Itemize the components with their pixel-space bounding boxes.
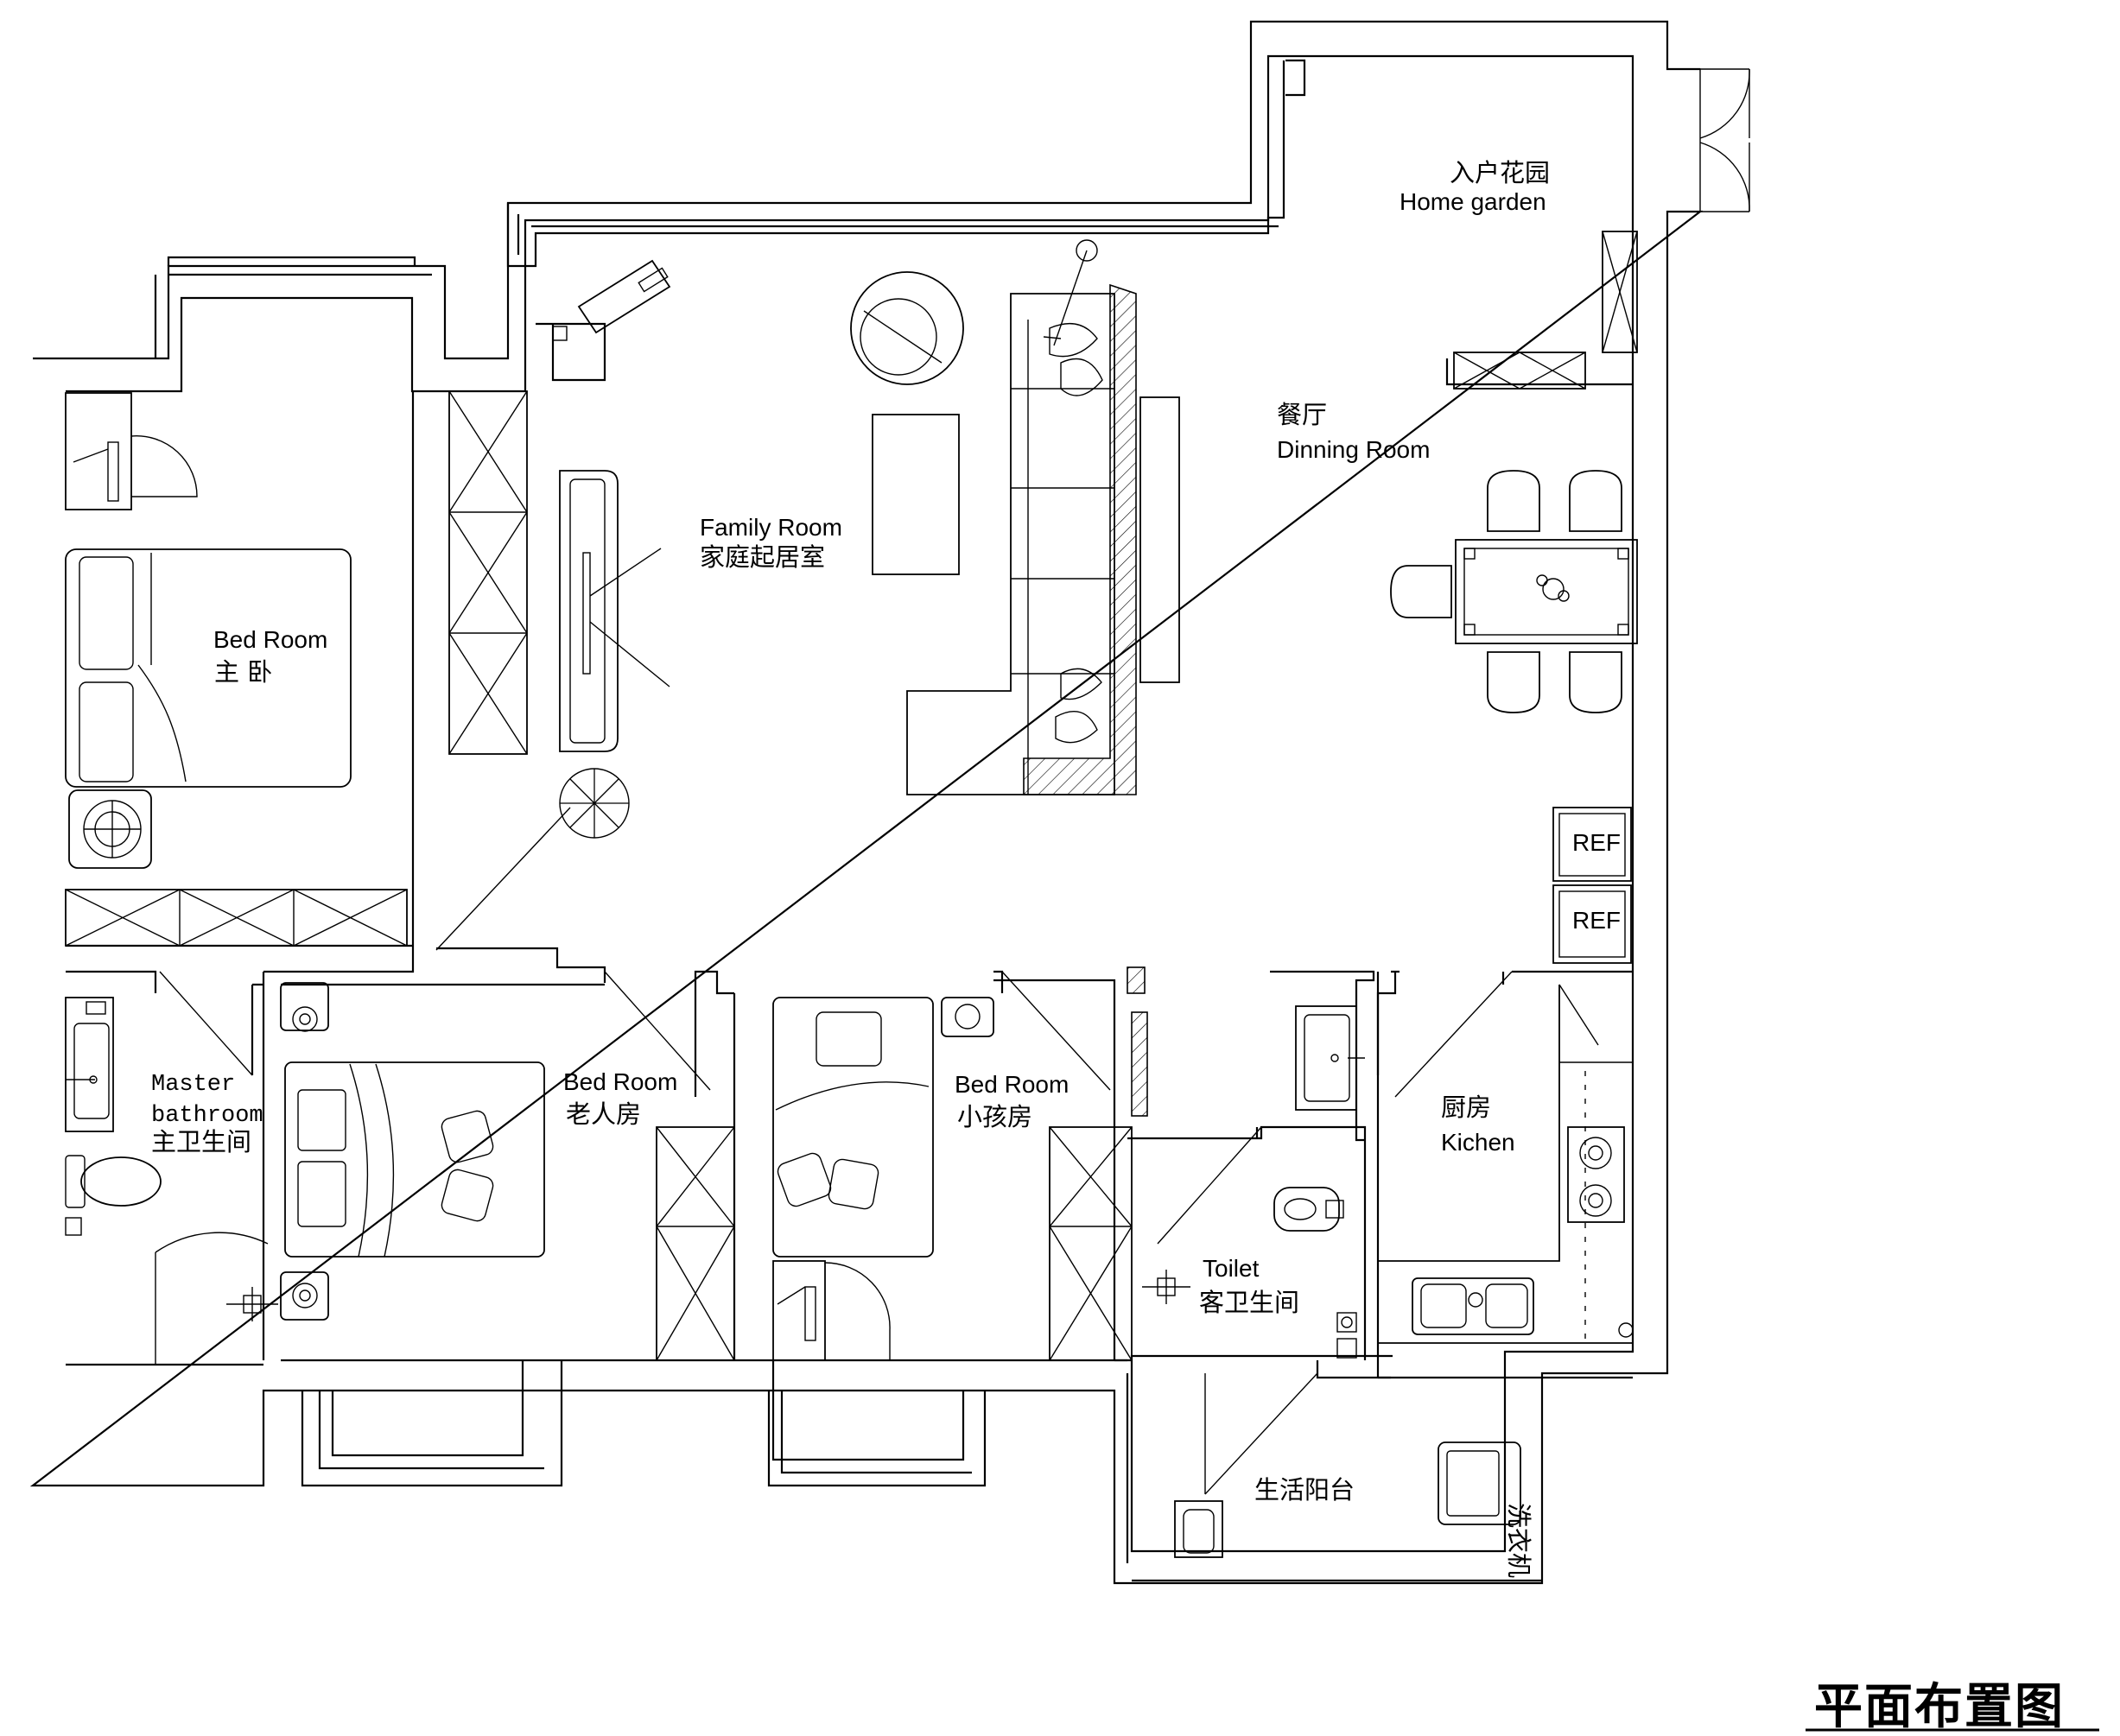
fridge-label: REF bbox=[1572, 907, 1621, 934]
washer-label: 洗衣机 bbox=[1504, 1503, 1533, 1578]
elder-bedroom-label-en: Bed Room bbox=[563, 1068, 677, 1095]
child-bedroom-label-en: Bed Room bbox=[955, 1071, 1069, 1098]
home-garden-label-cn: 入户花园 bbox=[1450, 158, 1550, 187]
wall-column bbox=[1131, 1011, 1148, 1117]
family-room-label-cn: 家庭起居室 bbox=[700, 542, 825, 572]
family-room bbox=[559, 239, 1180, 839]
toilet-label-en: Toilet bbox=[1203, 1255, 1260, 1282]
child-bedroom-label-cn: 小孩房 bbox=[957, 1102, 1032, 1131]
toilet-label-cn: 客卫生间 bbox=[1199, 1288, 1299, 1317]
dining-label-en: Dinning Room bbox=[1277, 436, 1430, 463]
dining-label-cn: 餐厅 bbox=[1277, 400, 1327, 429]
entry-cabinet bbox=[1453, 231, 1638, 390]
master-bathroom bbox=[65, 997, 278, 1321]
drawing-title: 平面布置图 bbox=[1806, 1679, 2099, 1735]
master-bath-label-cn: 主卫生间 bbox=[151, 1127, 251, 1156]
elder-bedroom bbox=[280, 982, 735, 1361]
wall-column bbox=[1127, 966, 1146, 994]
door-swings bbox=[155, 807, 1513, 1495]
dining-room bbox=[1390, 470, 1638, 713]
master-bath-label-en2: bathroom bbox=[151, 1103, 263, 1129]
child-bedroom bbox=[772, 997, 1133, 1361]
outer-walls bbox=[29, 20, 1704, 1585]
master-bedroom-label-cn: 主 卧 bbox=[214, 657, 272, 687]
balcony: 洗衣机 bbox=[1174, 1441, 1533, 1578]
balcony-label-cn: 生活阳台 bbox=[1254, 1475, 1355, 1505]
family-room-label-en: Family Room bbox=[700, 514, 842, 541]
fridge-label: REF bbox=[1572, 829, 1621, 856]
guest-toilet bbox=[1142, 1005, 1365, 1359]
kitchen-label-cn: 厨房 bbox=[1441, 1093, 1491, 1122]
room-labels: 入户花园 Home garden 餐厅 Dinning Room Family … bbox=[151, 158, 1550, 1505]
refrigerators: REF REF bbox=[1552, 807, 1632, 964]
master-bath-label-en1: Master bbox=[151, 1072, 235, 1098]
elder-bedroom-label-cn: 老人房 bbox=[566, 1099, 641, 1129]
master-bedroom-label-en: Bed Room bbox=[213, 626, 327, 653]
entry-door bbox=[1667, 68, 1750, 212]
south-windows bbox=[301, 1360, 987, 1487]
kitchen bbox=[1377, 984, 1634, 1344]
master-bedroom bbox=[65, 390, 528, 947]
home-garden-label-en: Home garden bbox=[1400, 188, 1546, 215]
drawing-title-text: 平面布置图 bbox=[1814, 1679, 2065, 1735]
kitchen-label-en: Kichen bbox=[1441, 1129, 1515, 1156]
